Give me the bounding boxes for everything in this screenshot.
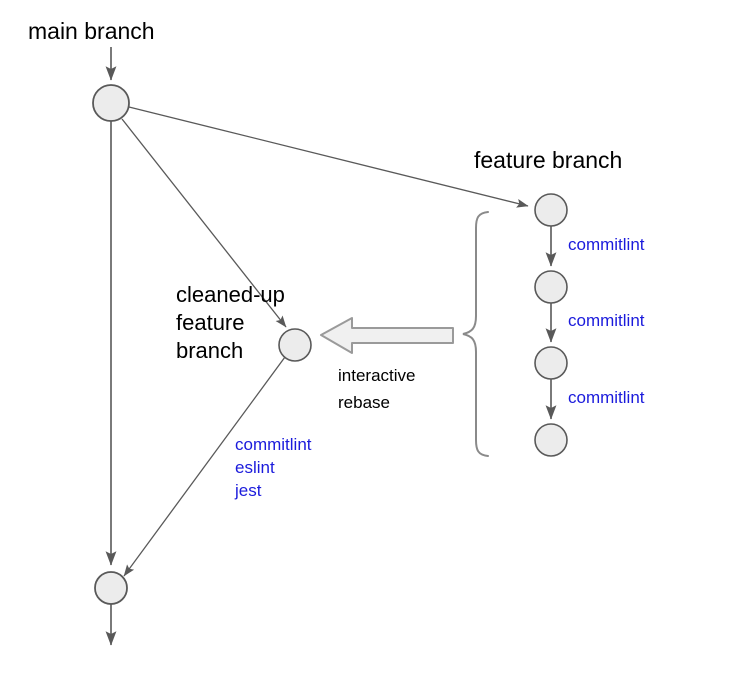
cleanedup-hook-label-eslint: eslint	[235, 458, 275, 477]
main-top-commit-node	[92, 84, 130, 122]
interactive-rebase-label: interactive rebase	[338, 366, 416, 412]
feature-commit-2-node	[534, 270, 568, 304]
feature-hook-label-3: commitlint	[568, 388, 645, 407]
feature-hook-label-2: commitlint	[568, 311, 645, 330]
main-merge-commit-node	[94, 571, 128, 605]
interactive-rebase-block-arrow	[320, 317, 454, 354]
feature-branch-title: feature branch	[474, 147, 623, 173]
cleanedup-hook-label-commitlint: commitlint	[235, 435, 312, 454]
main-branch-title: main branch	[28, 18, 155, 44]
branch-to-feature-edge	[128, 106, 529, 208]
feature-commit-1-node	[534, 193, 568, 227]
branch-to-cleanedup-edge	[121, 118, 287, 328]
feature-commits-brace	[462, 211, 489, 457]
cleanedup-hook-label-jest: jest	[235, 481, 262, 500]
feature-hook-label-1: commitlint	[568, 235, 645, 254]
cleanedup-to-main-merge-edge	[123, 356, 286, 577]
cleaned-up-feature-branch-title: cleaned-up feature branch	[176, 282, 285, 363]
feature-commit-4-node	[534, 423, 568, 457]
cleaned-up-commit-node	[278, 328, 312, 362]
feature-commit-3-node	[534, 346, 568, 380]
